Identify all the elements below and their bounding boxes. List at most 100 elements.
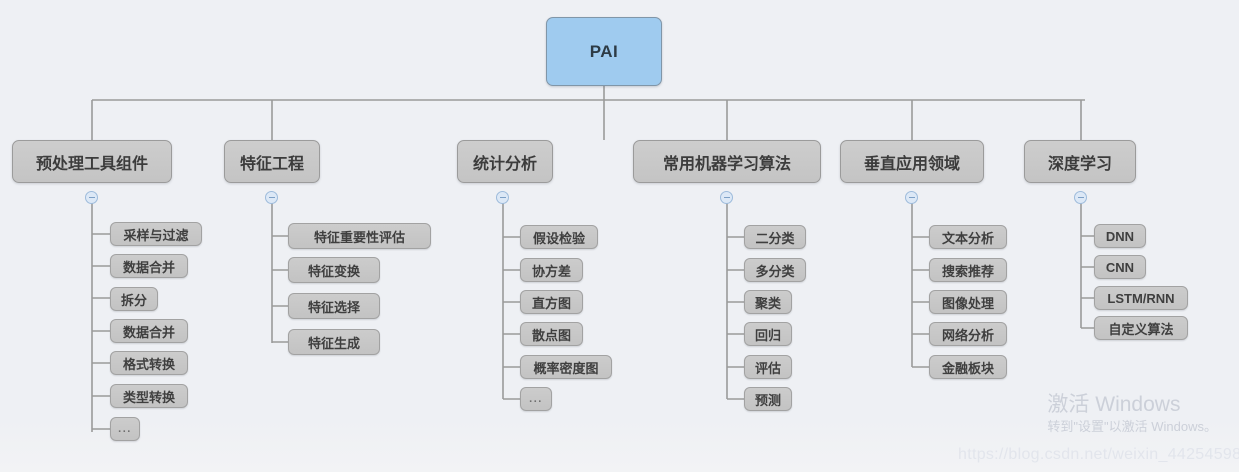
collapse-toggle-preprocessing[interactable]: [85, 191, 98, 204]
branch-node-label: 特征工程: [239, 155, 304, 173]
leaf-node[interactable]: DNN: [1094, 224, 1146, 248]
leaf-node[interactable]: 多分类: [744, 258, 806, 282]
leaf-node[interactable]: 文本分析: [929, 225, 1007, 249]
leaf-node[interactable]: 采样与过滤: [110, 222, 202, 246]
root-node-label: PAI: [589, 41, 619, 61]
leaf-node[interactable]: 二分类: [744, 225, 806, 249]
leaf-node-label: 二分类: [755, 230, 795, 246]
leaf-node[interactable]: LSTM/RNN: [1094, 286, 1188, 310]
leaf-node[interactable]: 概率密度图: [520, 355, 612, 379]
leaf-node-label: 聚类: [754, 295, 781, 311]
collapse-toggle-vertical-domains[interactable]: [905, 191, 918, 204]
leaf-node[interactable]: 拆分: [110, 287, 158, 311]
leaf-node[interactable]: 自定义算法: [1094, 316, 1188, 340]
leaf-node-label: 拆分: [120, 292, 147, 308]
branch-node-label: 深度学习: [1047, 155, 1112, 173]
leaf-node[interactable]: 格式转换: [110, 351, 188, 375]
minus-icon: [88, 196, 95, 199]
leaf-node-label: LSTM/RNN: [1107, 290, 1175, 306]
leaf-node[interactable]: 图像处理: [929, 290, 1007, 314]
leaf-node[interactable]: 回归: [744, 322, 792, 346]
branch-node-ml-algorithms[interactable]: 常用机器学习算法: [633, 140, 821, 183]
leaf-node-label: 类型转换: [122, 389, 175, 405]
leaf-node[interactable]: 特征选择: [288, 293, 380, 319]
leaf-node-label: 采样与过滤: [123, 227, 189, 243]
leaf-node[interactable]: 聚类: [744, 290, 792, 314]
leaf-node[interactable]: 预测: [744, 387, 792, 411]
leaf-node-label: ...: [529, 393, 543, 405]
leaf-node-label: 多分类: [755, 263, 795, 279]
leaf-node[interactable]: 特征重要性评估: [288, 223, 431, 249]
leaf-node-more[interactable]: ...: [520, 387, 552, 411]
leaf-node[interactable]: 评估: [744, 355, 792, 379]
wire-stubs-2: [272, 235, 288, 343]
windows-activation-title: 激活 Windows: [1047, 393, 1181, 416]
leaf-node-label: 概率密度图: [533, 360, 599, 376]
leaf-node-label: DNN: [1105, 228, 1135, 244]
leaf-node[interactable]: 数据合并: [110, 254, 188, 278]
leaf-node[interactable]: 直方图: [520, 290, 583, 314]
leaf-node[interactable]: 假设检验: [520, 225, 598, 249]
minus-icon: [723, 196, 730, 199]
windows-activation-watermark: 激活 Windows 转到"设置"以激活 Windows。: [1047, 392, 1217, 436]
leaf-node[interactable]: 类型转换: [110, 384, 188, 408]
leaf-node[interactable]: 散点图: [520, 322, 583, 346]
collapse-toggle-statistics[interactable]: [496, 191, 509, 204]
leaf-node-label: 预测: [754, 392, 781, 408]
branch-node-label: 常用机器学习算法: [662, 155, 791, 173]
leaf-node-label: 搜索推荐: [941, 263, 994, 279]
branch-node-label: 预处理工具组件: [35, 155, 148, 173]
leaf-node[interactable]: 特征生成: [288, 329, 380, 355]
leaf-node[interactable]: 协方差: [520, 258, 583, 282]
windows-activation-subtitle: 转到"设置"以激活 Windows。: [1047, 419, 1217, 434]
branch-node-vertical-domains[interactable]: 垂直应用领域: [840, 140, 984, 183]
root-node-pai[interactable]: PAI: [546, 17, 662, 86]
leaf-node-label: 特征重要性评估: [313, 229, 405, 245]
leaf-node-label: 文本分析: [941, 230, 994, 246]
leaf-node-label: 评估: [754, 360, 781, 376]
branch-node-statistics[interactable]: 统计分析: [457, 140, 553, 183]
leaf-node-label: 格式转换: [122, 356, 175, 372]
blog-url-watermark: https://blog.csdn.net/weixin_44254598: [958, 446, 1239, 463]
wire-stubs-6: [1081, 235, 1094, 329]
leaf-node-label: 直方图: [531, 295, 571, 311]
leaf-node-label: 特征选择: [307, 299, 360, 315]
leaf-node-label: 自定义算法: [1108, 321, 1174, 337]
leaf-node-label: CNN: [1105, 259, 1135, 275]
leaf-node[interactable]: 网络分析: [929, 322, 1007, 346]
leaf-node-label: 网络分析: [941, 327, 994, 343]
leaf-node-label: 数据合并: [122, 324, 175, 340]
branch-node-feature-engineering[interactable]: 特征工程: [224, 140, 320, 183]
leaf-node[interactable]: CNN: [1094, 255, 1146, 279]
leaf-node[interactable]: 数据合并: [110, 319, 188, 343]
leaf-node-label: ...: [118, 423, 132, 435]
leaf-node-label: 特征生成: [307, 335, 360, 351]
branch-node-label: 垂直应用领域: [863, 155, 960, 173]
collapse-toggle-feature-engineering[interactable]: [265, 191, 278, 204]
wire-stubs-4: [727, 236, 744, 400]
leaf-node-label: 回归: [754, 327, 781, 343]
leaf-node-label: 数据合并: [122, 259, 175, 275]
collapse-toggle-deep-learning[interactable]: [1074, 191, 1087, 204]
wire-stubs-1: [92, 233, 110, 430]
minus-icon: [499, 196, 506, 199]
minus-icon: [908, 196, 915, 199]
minus-icon: [268, 196, 275, 199]
leaf-node[interactable]: 特征变换: [288, 257, 380, 283]
leaf-node-label: 协方差: [531, 263, 571, 279]
leaf-node-label: 特征变换: [307, 263, 360, 279]
branch-node-preprocessing[interactable]: 预处理工具组件: [12, 140, 172, 183]
leaf-node-more[interactable]: ...: [110, 417, 140, 441]
leaf-node[interactable]: 金融板块: [929, 355, 1007, 379]
collapse-toggle-ml-algorithms[interactable]: [720, 191, 733, 204]
leaf-node-label: 假设检验: [532, 230, 585, 246]
minus-icon: [1077, 196, 1084, 199]
branch-node-label: 统计分析: [472, 155, 537, 173]
leaf-node-label: 金融板块: [941, 360, 994, 376]
leaf-node[interactable]: 搜索推荐: [929, 258, 1007, 282]
branch-node-deep-learning[interactable]: 深度学习: [1024, 140, 1136, 183]
leaf-node-label: 散点图: [531, 327, 571, 343]
wire-stubs-3: [503, 236, 520, 400]
leaf-node-label: 图像处理: [941, 295, 994, 311]
